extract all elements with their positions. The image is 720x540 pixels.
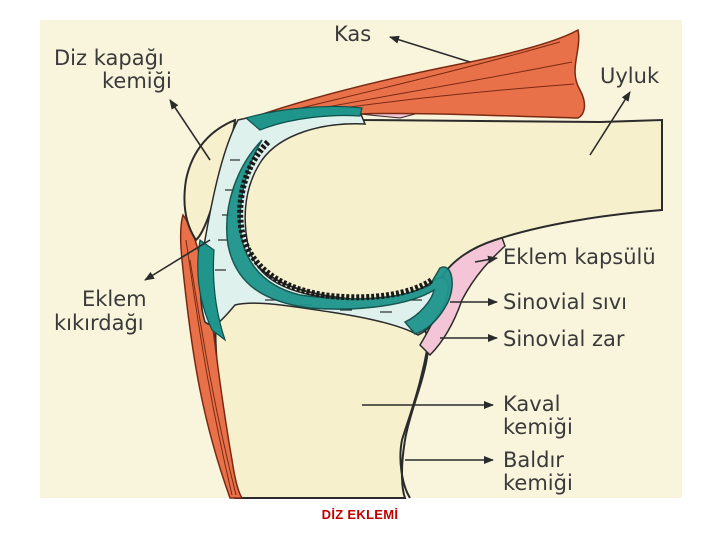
articular-cartilage: [226, 139, 453, 335]
label-kas: Kas: [334, 22, 371, 46]
label-sinovial-sivi: Sinovial sıvı: [503, 290, 627, 314]
label-sinovial-zar: Sinovial zar: [503, 327, 625, 351]
label-eklem-kapsulu: Eklem kapsülü: [503, 245, 656, 269]
femur-condyle-edge: [237, 139, 434, 301]
arrow-kas: [389, 35, 471, 63]
label-kaval-2: kemiği: [503, 415, 573, 439]
arrow-eklem-kikirdagi: [144, 239, 211, 281]
label-diz-kapagi-1: Diz kapağı: [54, 46, 164, 70]
arrow-eklem-kapsulu: [474, 255, 498, 264]
label-baldir-1: Baldır: [503, 448, 564, 472]
label-eklem-kikirdagi-1: Eklem: [82, 287, 147, 311]
fibula-line: [399, 344, 429, 499]
arrow-diz-kapagi: [169, 99, 211, 161]
arrow-uyluk: [589, 91, 631, 156]
tibia-bone: [214, 298, 430, 499]
label-baldir-2: kemiği: [503, 471, 573, 495]
label-uyluk: Uyluk: [600, 64, 660, 88]
label-eklem-kikirdagi-2: kıkırdağı: [54, 311, 144, 335]
diagram-caption: DİZ EKLEMİ: [321, 507, 399, 522]
label-diz-kapagi-2: kemiği: [102, 69, 172, 93]
label-kaval-1: Kaval: [503, 392, 560, 416]
